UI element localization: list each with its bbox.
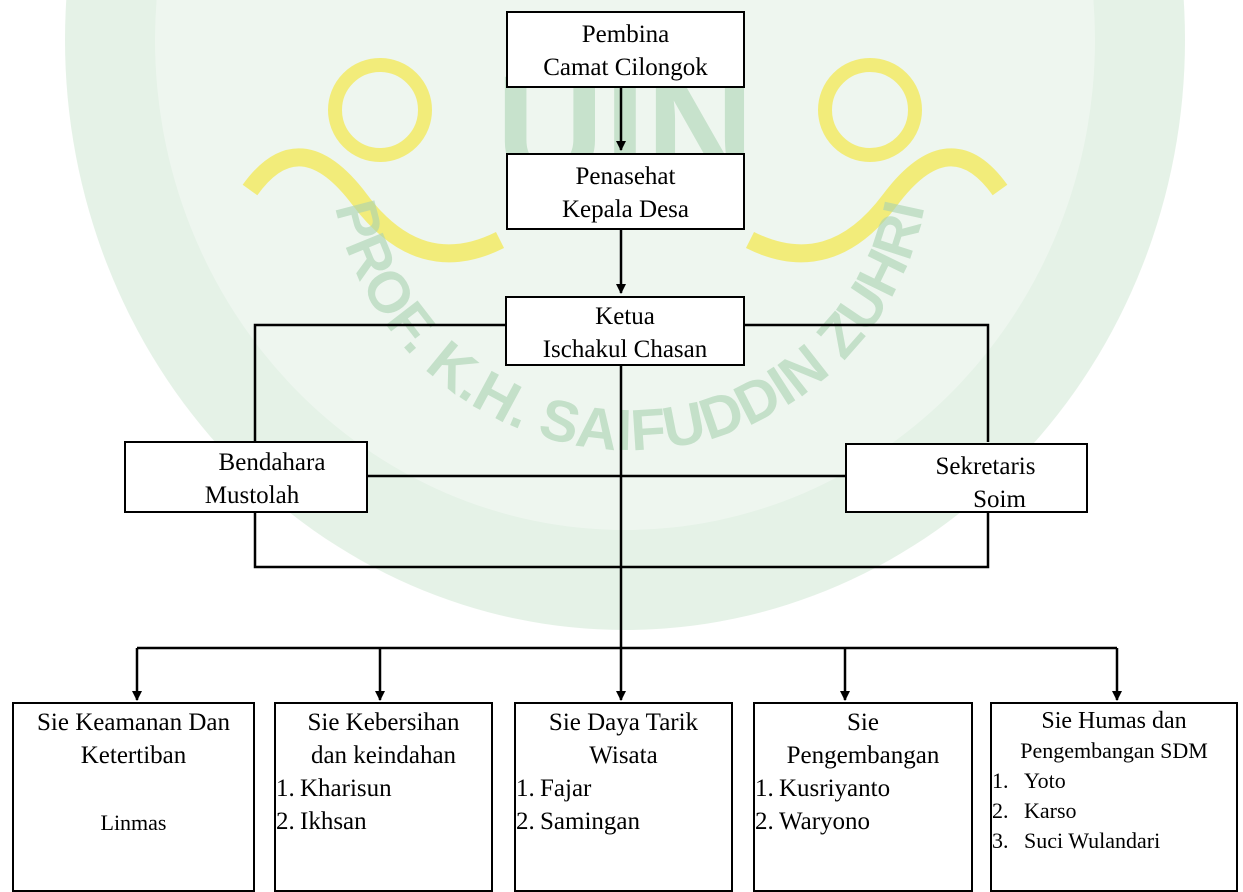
section-title-line-1: Sie Humas dan [1041,708,1187,734]
member-name: Waryono [779,808,871,835]
bendahara-name: Mustolah [204,482,300,509]
section-title-line-2: Pengembangan [786,742,940,769]
bendahara-title: Bendahara [218,449,326,476]
member-list: 1.Fajar 2.Samingan [516,772,731,838]
member-number: 2. [516,808,535,835]
member-name: Fajar [540,775,592,802]
section-title-line-2: Pengembangan SDM [1020,738,1208,763]
member-number: 3. [992,828,1009,853]
section-box-kebersihan: Sie Kebersihan dan keindahan 1.Kharisun … [274,702,493,892]
line-ketua-sekretaris [745,323,990,442]
member-name: Suci Wulandari [1024,828,1161,853]
sekretaris-title: Sekretaris [935,453,1036,480]
member-number: 1. [276,775,295,802]
pembina-title: Pembina [581,21,670,48]
section-box-daya-tarik: Sie Daya Tarik Wisata 1.Fajar 2.Samingan [514,702,733,892]
section-box-pengembangan: Sie Pengembangan 1.Kusriyanto 2.Waryono [753,702,973,892]
bendahara-box: Bendahara Mustolah [124,441,368,513]
list-item: 2. Karso [992,796,1236,826]
member-name: Yoto [1024,768,1066,793]
ketua-title: Ketua [595,303,655,330]
penasehat-name: Kepala Desa [561,196,689,223]
sekretaris-name: Soim [973,486,1026,513]
section-member-single: Linmas [100,810,167,835]
member-name: Kusriyanto [779,775,891,802]
member-list: 1.Kusriyanto 2.Waryono [755,772,971,838]
member-name: Kharisun [300,775,392,802]
list-item: 1. Yoto [992,766,1236,796]
pembina-box: Pembina Camat Cilongok [506,11,745,88]
ketua-name: Ischakul Chasan [542,336,708,363]
section-title-line-1: Sie [847,709,879,736]
section-title-line-2: dan keindahan [310,742,457,769]
list-item: 2.Waryono [755,805,971,838]
member-list: 1.Kharisun 2.Ikhsan [276,772,491,838]
pembina-name: Camat Cilongok [543,54,708,81]
penasehat-title: Penasehat [575,163,676,190]
section-title-line-1: Sie Daya Tarik [548,709,699,736]
member-number: 1. [516,775,535,802]
member-number: 2. [755,808,774,835]
member-number: 2. [276,808,295,835]
section-box-humas: Sie Humas dan Pengembangan SDM 1. Yoto 2.… [990,702,1238,892]
section-box-keamanan: Sie Keamanan Dan Ketertiban Linmas [12,702,255,892]
section-title-line-1: Sie Kebersihan [307,709,460,736]
list-item: 2.Ikhsan [276,805,491,838]
member-name: Ikhsan [300,808,367,835]
section-title-line-1: Sie Keamanan Dan [37,709,230,736]
member-number: 1. [992,768,1009,793]
member-number: 2. [992,798,1009,823]
member-number: 1. [755,775,774,802]
section-title-line-2: Wisata [589,742,658,769]
member-name: Karso [1024,798,1077,823]
list-item: 2.Samingan [516,805,731,838]
sekretaris-box: Sekretaris Soim [845,443,1088,513]
list-item: 1.Kharisun [276,772,491,805]
section-title-line-2: Ketertiban [80,742,187,769]
ketua-box: Ketua Ischakul Chasan [505,296,745,366]
list-item: 1.Kusriyanto [755,772,971,805]
penasehat-box: Penasehat Kepala Desa [506,153,745,230]
list-item: 3. Suci Wulandari [992,826,1236,856]
line-ketua-bendahara [253,323,505,442]
list-item: 1.Fajar [516,772,731,805]
member-list: 1. Yoto 2. Karso 3. Suci Wulandari [992,766,1236,856]
member-name: Samingan [540,808,640,835]
